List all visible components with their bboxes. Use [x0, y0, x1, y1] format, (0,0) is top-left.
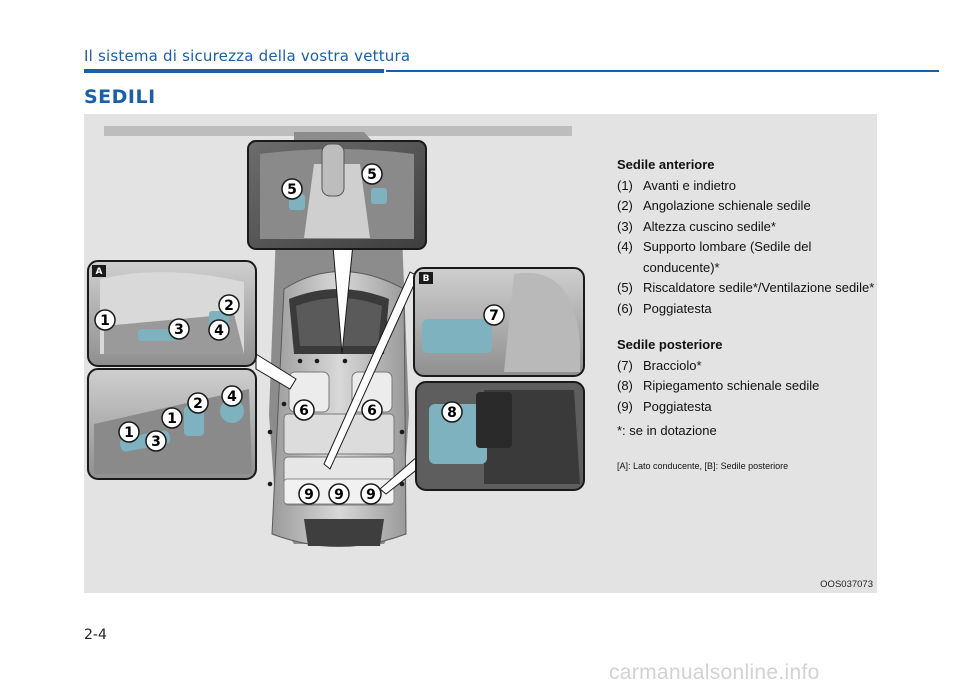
callout-9-left: 9 — [298, 483, 320, 505]
top-bar — [104, 126, 572, 136]
callout-2b: 2 — [187, 392, 209, 414]
header-rule-accent — [84, 69, 384, 73]
legend-item: (1)Avanti e indietro — [617, 177, 736, 193]
svg-text:3: 3 — [174, 322, 184, 338]
page-number: 2-4 — [84, 627, 107, 643]
panels-note: [A]: Lato conducente, [B]: Sedile poster… — [617, 460, 789, 471]
svg-text:5: 5 — [287, 182, 297, 198]
rear-seat-heading: Sedile posteriore — [617, 337, 723, 352]
legend-item: (9)Poggiatesta — [617, 398, 712, 414]
svg-text:2: 2 — [224, 298, 234, 314]
page-title: SEDILI — [84, 86, 156, 108]
section-header: Il sistema di sicurezza della vostra vet… — [84, 47, 411, 65]
callout-2a: 2 — [218, 294, 240, 316]
legend-item: (3)Altezza cuscino sedile* — [617, 218, 776, 234]
svg-text:3: 3 — [151, 434, 161, 450]
callout-1c: 1 — [161, 407, 183, 429]
panel-b-seatback-fold — [415, 381, 585, 491]
svg-text:9: 9 — [366, 487, 376, 503]
svg-text:9: 9 — [304, 487, 314, 503]
svg-text:5: 5 — [367, 167, 377, 183]
callout-1a: 1 — [94, 309, 116, 331]
callout-4a: 4 — [208, 319, 230, 341]
legend-item: (8)Ripiegamento schienale sedile — [617, 378, 820, 393]
svg-text:1: 1 — [124, 425, 134, 441]
svg-text:9: 9 — [334, 487, 344, 503]
legend-item: (4)Supporto lombare (Sedile del conducen… — [617, 239, 812, 275]
legend-item: (5)Riscaldatore sedile*/Ventilazione sed… — [617, 280, 875, 295]
svg-text:4: 4 — [227, 389, 237, 405]
callout-5-right: 5 — [361, 163, 383, 185]
seat-diagram: 1 2 3 4 1 1 2 3 4 5 5 6 6 7 8 9 9 9 A B — [87, 126, 585, 547]
svg-text:8: 8 — [447, 405, 457, 421]
callout-3a: 3 — [168, 318, 190, 340]
legend-item: (7)Bracciolo* — [617, 357, 702, 373]
svg-text:1: 1 — [100, 313, 110, 329]
header-rule — [386, 70, 939, 72]
optional-note: *: se in dotazione — [617, 423, 717, 438]
figure-code: OOS037073 — [820, 579, 873, 590]
front-seat-heading: Sedile anteriore — [617, 157, 715, 172]
svg-text:2: 2 — [193, 396, 203, 412]
svg-text:6: 6 — [299, 403, 309, 419]
watermark: carmanualsonline.info — [609, 661, 820, 684]
callout-1b: 1 — [118, 421, 140, 443]
callout-9-center: 9 — [328, 483, 350, 505]
legend-item: (6)Poggiatesta — [617, 300, 712, 316]
svg-text:6: 6 — [367, 403, 377, 419]
callout-8: 8 — [441, 401, 463, 423]
callout-7: 7 — [483, 304, 505, 326]
panel-label-a: A — [96, 267, 103, 277]
panel-label-b: B — [423, 274, 430, 284]
callout-3b: 3 — [145, 430, 167, 452]
console-inset — [247, 140, 427, 250]
svg-text:1: 1 — [167, 411, 177, 427]
svg-text:7: 7 — [489, 308, 499, 324]
pointer-lines — [255, 233, 425, 495]
callout-6-right: 6 — [361, 399, 383, 421]
legend-item: (2)Angolazione schienale sedile — [617, 198, 811, 213]
callout-4b: 4 — [221, 385, 243, 407]
svg-text:4: 4 — [214, 323, 224, 339]
callout-9-right: 9 — [360, 483, 382, 505]
legend: Sedile anteriore (1)Avanti e indietro (2… — [617, 155, 875, 476]
seat-illustration: 1 2 3 4 1 1 2 3 4 5 5 6 6 7 8 9 9 9 A B … — [84, 114, 877, 593]
callout-5-left: 5 — [281, 178, 303, 200]
callout-6-left: 6 — [293, 399, 315, 421]
